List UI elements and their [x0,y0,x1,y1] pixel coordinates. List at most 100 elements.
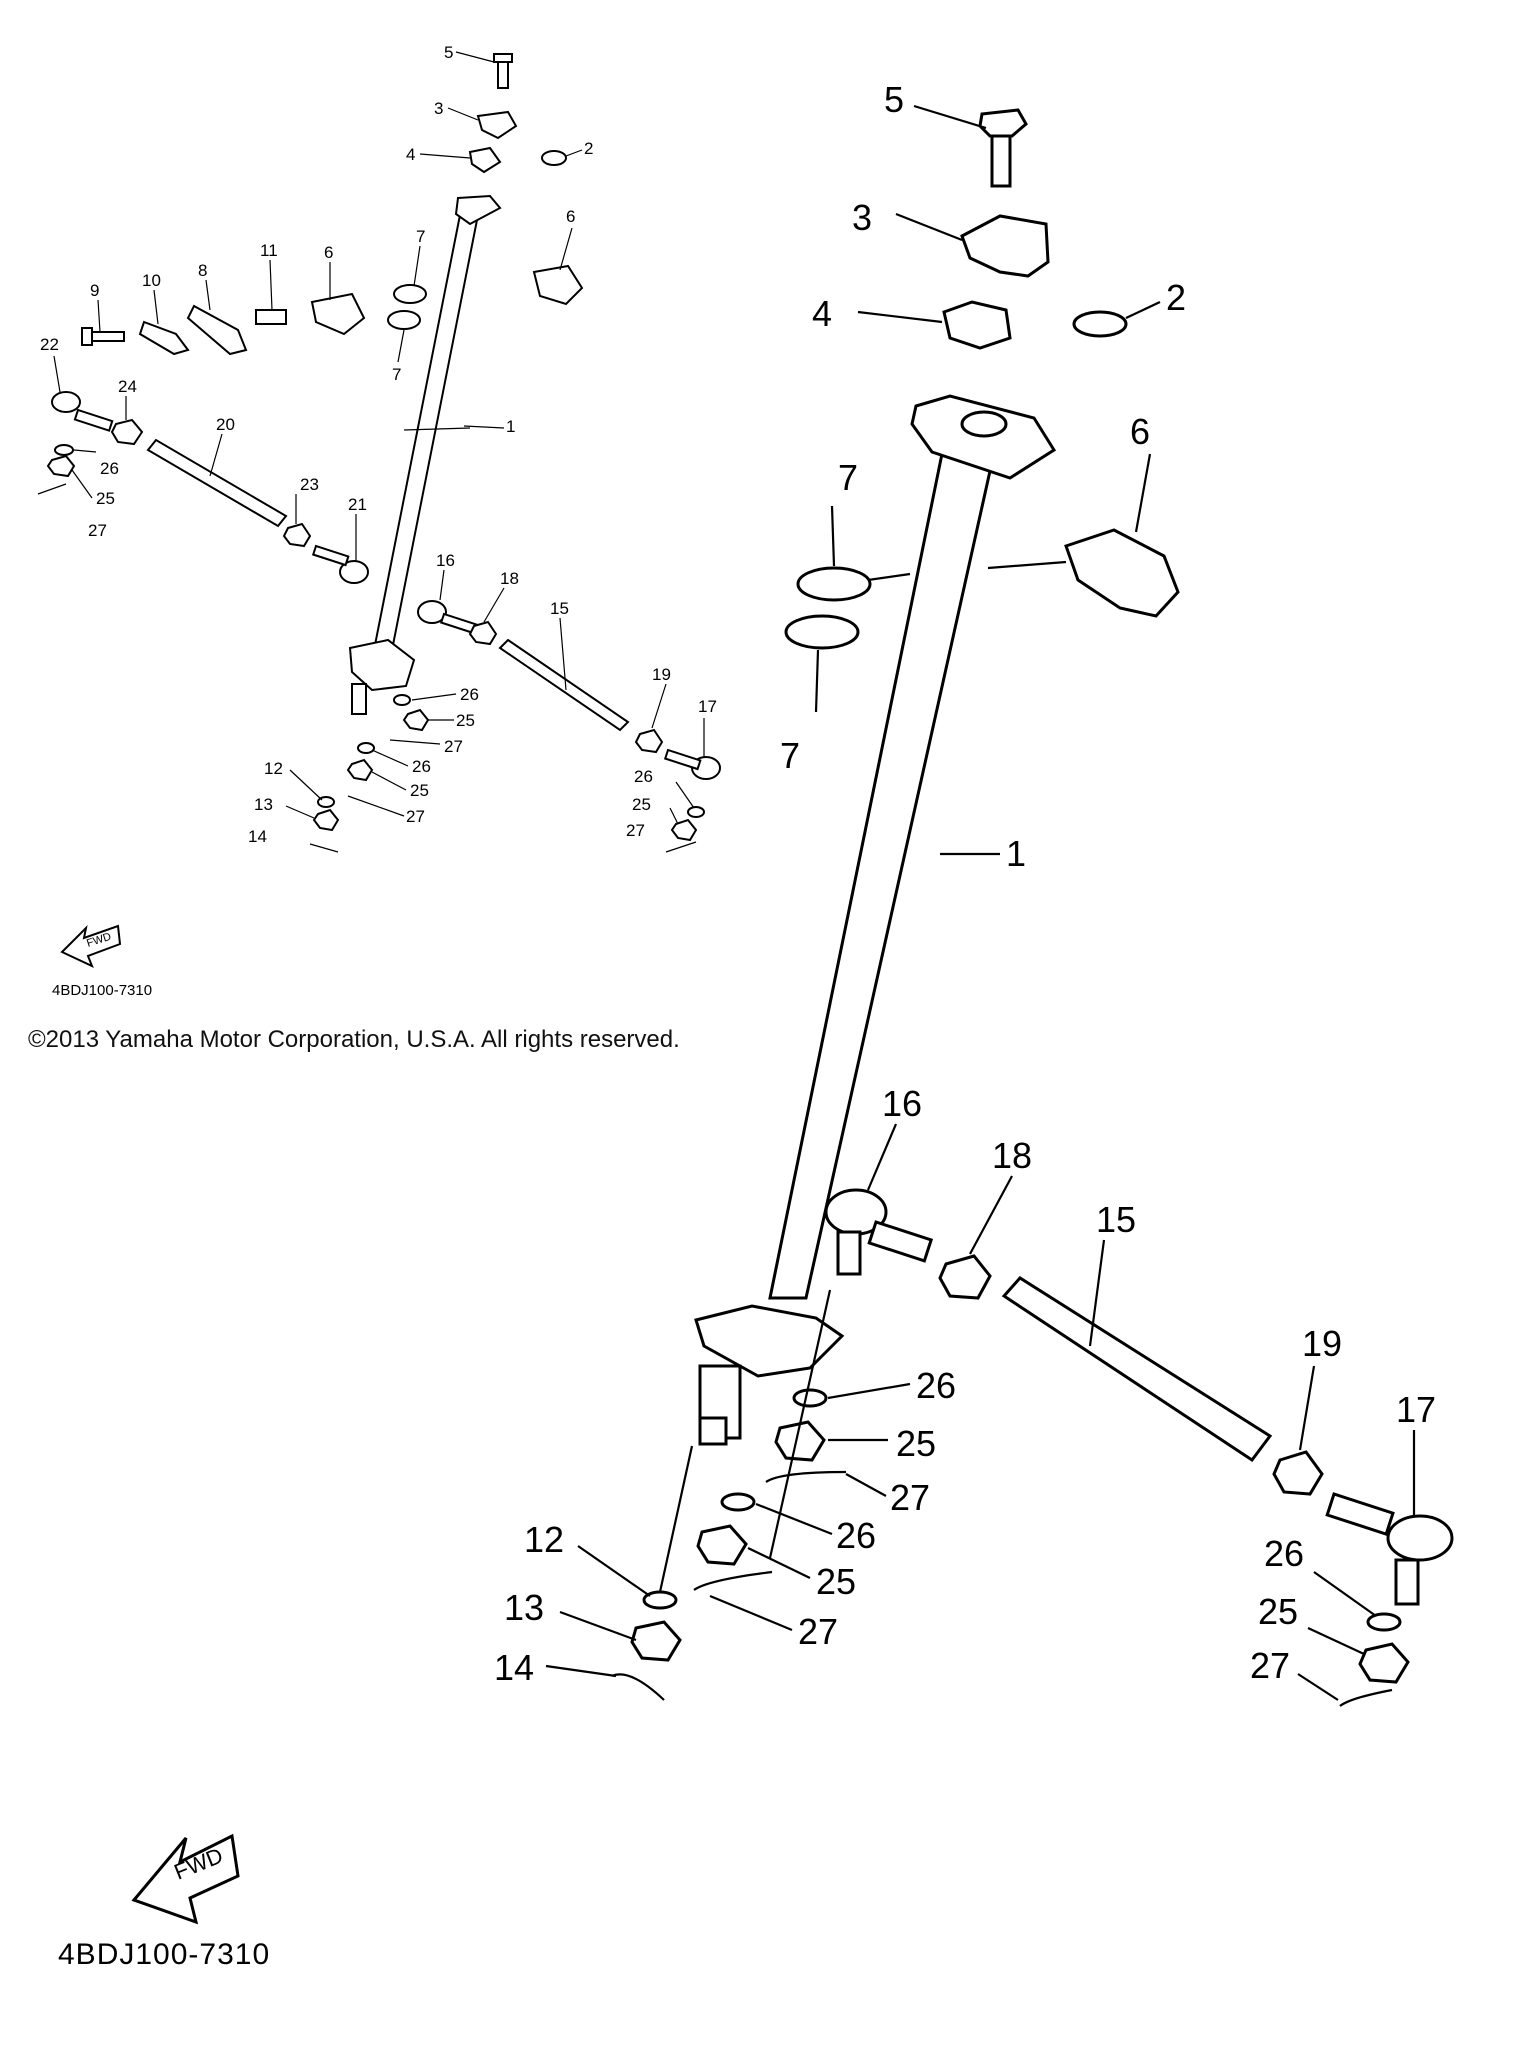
tie-rod-end-17-shaft-small [663,748,702,771]
callout-6-large: 6 [1130,411,1150,452]
tie-rod-end-16-small [417,600,447,624]
ring-7a-large [796,566,872,602]
pitman-arm-small [348,638,416,692]
nut-24-small [110,418,144,446]
nut-18-small [468,620,498,646]
washer-26-left-small [54,444,74,456]
tie-rod-end-17-stud-large [1394,1558,1420,1606]
bushing-11-small [255,309,287,325]
callout-21-small: 21 [348,495,367,514]
callout-25-a-large: 25 [896,1423,936,1464]
callout-17-small: 17 [698,697,717,716]
steering-shaft-large [768,442,998,1300]
callout-14-large: 14 [494,1647,534,1688]
washer-26-a-small [393,694,411,706]
nut-25-b-large [696,1524,748,1566]
shaft-stub-small [351,683,367,715]
nut-18-large [938,1254,992,1300]
tie-rod-end-16-shaft-large [867,1220,934,1263]
steering-shaft-small [372,214,480,651]
shaft-top-plate-small [454,194,502,226]
copyright-notice: ©2013 Yamaha Motor Corporation, U.S.A. A… [28,1026,680,1053]
callout-12-large: 12 [524,1519,564,1560]
callout-10-small: 10 [142,271,161,290]
washer-26-b-large [720,1492,756,1512]
bolt-head-5-large [978,108,1028,138]
callout-25-c-large: 25 [1258,1591,1298,1632]
callout-6-left-small: 6 [324,243,333,262]
callout-27-a-large: 27 [890,1477,930,1518]
tie-rod-end-21-shaft-small [311,544,350,567]
diagram-code-large: 4BDJ100-7310 [58,1938,271,1971]
cotter-pin-27-b-large [693,1570,773,1591]
nut-25-left-small [46,454,76,478]
washer-26-c-small [687,806,705,818]
ring-7b-large [784,614,860,650]
nut-19-small [634,728,664,754]
callout-12-small: 12 [264,759,283,778]
callout-26-b-large: 26 [836,1515,876,1556]
nut-13-large [630,1620,682,1662]
callout-1-small: 1 [506,417,515,436]
washer-26-b-small [357,742,375,754]
callout-2-small: 2 [584,139,593,158]
holder-3-large [960,214,1050,278]
callout-14-small: 14 [248,827,267,846]
callout-25-b-large: 25 [816,1561,856,1602]
callout-25-b-small: 25 [410,781,429,800]
plate-10-small [138,320,190,356]
rod-15-small [498,638,630,732]
callout-4-large: 4 [812,293,832,334]
callout-27-c-large: 27 [1250,1645,1290,1686]
holder-3-small [476,110,518,140]
shaft-top-hole [960,410,1008,438]
washer-26-c-large [1366,1612,1402,1632]
callout-26-left-small: 26 [100,459,119,478]
nut-23-small [282,522,312,548]
clamp-6-large [1064,528,1180,618]
ring-7b-small [387,310,421,330]
callout-25-a-small: 25 [456,711,475,730]
callout-18-large: 18 [992,1135,1032,1176]
callout-26-a-small: 26 [460,685,479,704]
tie-rod-end-17-shaft-large [1325,1492,1395,1536]
overview-diagram: 5 3 4 2 6 7 11 6 8 10 9 7 22 24 1 20 26 … [37,43,721,968]
cap-2-large [1072,310,1128,338]
nut-25-c-small [670,818,698,842]
bolt-5-large [990,128,1012,188]
callout-1-large: 1 [1006,833,1026,874]
callout-5-small: 5 [444,43,453,62]
tie-rod-end-22-small [51,391,81,413]
callout-26-c-small: 26 [634,767,653,786]
bolt-9-small [89,331,125,342]
rod-20-small [146,438,288,528]
callout-27-left-small: 27 [88,521,107,540]
callout-13-large: 13 [504,1587,544,1628]
callout-26-b-small: 26 [412,757,431,776]
nut-25-b-small [346,758,374,782]
callout-7-bottom-large: 7 [780,735,800,776]
callout-24-small: 24 [118,377,137,396]
callout-17-large: 17 [1396,1389,1436,1430]
nut-25-a-large [774,1420,826,1462]
callout-23-small: 23 [300,475,319,494]
callout-19-large: 19 [1302,1323,1342,1364]
callout-26-a-large: 26 [916,1365,956,1406]
cotter-pin-27-a-large [765,1470,847,1483]
callout-9-small: 9 [90,281,99,300]
tie-rod-end-17-large [1386,1514,1454,1562]
callout-25-left-small: 25 [96,489,115,508]
callout-6-right-small: 6 [566,207,575,226]
tie-rod-end-22-shaft-small [73,408,114,432]
bolt-head-5-small [493,53,513,63]
tie-rod-end-21-small [339,560,369,584]
callout-11-small: 11 [260,241,278,260]
callout-7-top-large: 7 [838,457,858,498]
bolt-head-9-small [81,327,93,346]
clamp-6-right-small [532,264,584,306]
callout-4-small: 4 [406,145,415,164]
fwd-arrow-small: FWD [60,924,122,968]
tie-rod-end-16-stud-large [836,1230,862,1276]
callout-15-small: 15 [550,599,569,618]
